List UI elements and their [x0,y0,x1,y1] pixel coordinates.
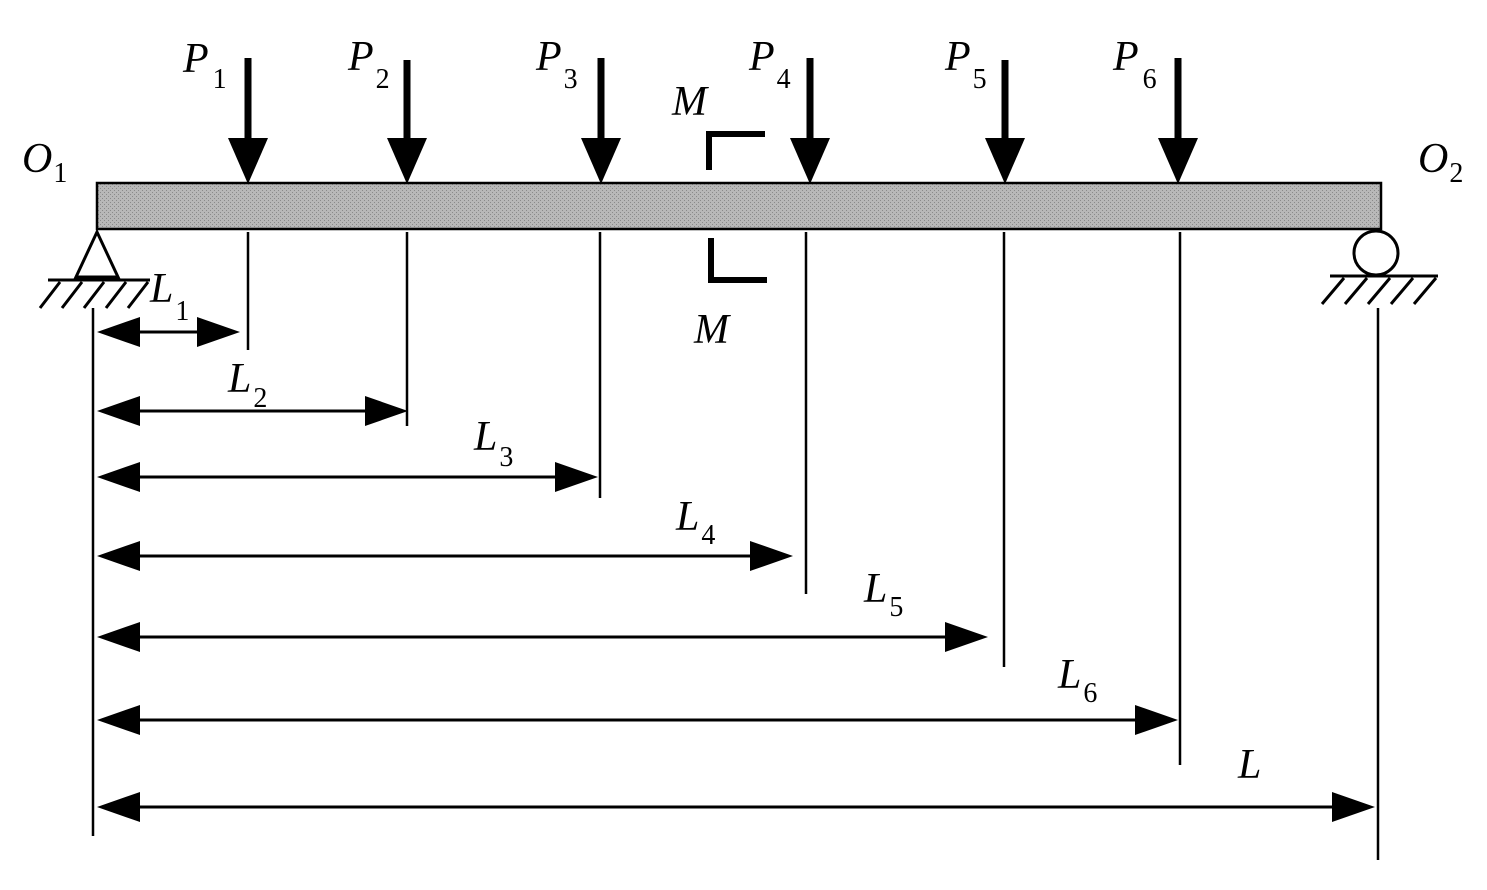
dimension-label-l4: L4 [675,494,715,551]
dimension-label-l5: L5 [863,566,903,623]
dimension-label-l: L [1237,742,1261,788]
dimension-arrow-l1 [97,317,240,347]
load-arrow-p3 [581,58,621,184]
dimension-arrow-l6 [97,705,1178,735]
load-label-p2: P2 [347,34,390,95]
load-arrow-p1 [228,58,268,184]
support-label-o1: O1 [22,136,67,189]
dimension-arrow-l4 [97,541,793,571]
load-arrow-p5 [985,60,1025,184]
load-arrow-p4 [790,58,830,184]
load-label-p4: P4 [748,34,791,95]
section-label-top: M [671,79,709,125]
section-mark-top [706,131,765,170]
dimension-arrow-l5 [97,622,988,652]
load-arrow-p2 [387,60,427,184]
load-label-p3: P3 [535,34,578,95]
left-pin-support [38,228,150,309]
dimension-label-l3: L3 [473,414,513,473]
section-label-bottom: M [693,307,731,353]
dimension-label-l1: L1 [149,266,189,327]
load-label-p5: P5 [944,34,987,95]
dimension-label-l6: L6 [1057,652,1097,709]
dimension-arrow-l2 [97,396,408,426]
section-mark-bottom [708,238,767,283]
dimension-arrow-l3 [97,462,598,492]
dimension-label-l2: L2 [227,356,267,414]
dimension-arrow-l [97,792,1375,822]
load-arrow-p6 [1158,58,1198,184]
right-roller-support [1320,229,1438,305]
beam [95,181,1383,231]
support-label-o2: O2 [1418,136,1463,189]
